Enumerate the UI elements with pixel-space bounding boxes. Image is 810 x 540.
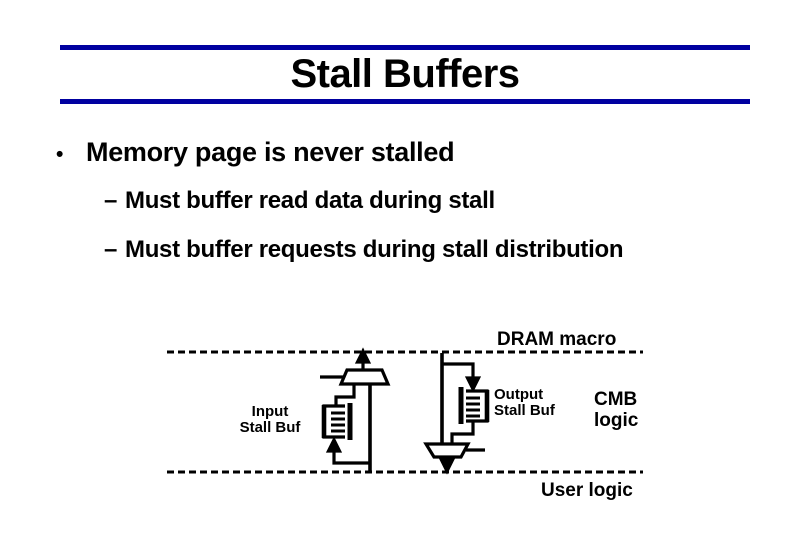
stall-buffer-circuit-diagram <box>167 347 643 475</box>
sub-bullet-text: Must buffer requests during stall distri… <box>125 236 624 263</box>
sub-bullet-read-data: – Must buffer read data during stall <box>104 187 495 215</box>
branch-to-output-buffer-line <box>442 362 475 379</box>
slide-title: Stall Buffers <box>290 52 520 96</box>
output-mux-icon <box>423 442 471 459</box>
input-fifo-buffer-icon <box>321 403 353 440</box>
up-arrow-icon <box>354 347 372 364</box>
dash-icon: – <box>104 187 118 214</box>
bullet-memory-page: • Memory page is never stalled <box>56 137 455 168</box>
bullet-dot-icon: • <box>56 143 64 166</box>
dram-macro-label: DRAM macro <box>497 329 617 350</box>
input-stall-buf-label: Input Stall Buf <box>231 404 309 436</box>
title-rule-top <box>60 45 750 50</box>
cmb-logic-label-line1: CMB <box>594 389 638 410</box>
output-stall-buf-label-line1: Output <box>494 386 544 403</box>
sub-bullet-text: Must buffer read data during stall <box>125 187 495 214</box>
down-arrow-icon <box>464 376 482 393</box>
output-stall-buf-label: Output Stall Buf <box>494 387 555 419</box>
title-rule-bottom <box>60 99 750 104</box>
output-stall-buf-label-line2: Stall Buf <box>494 402 555 419</box>
sub-bullet-requests: – Must buffer requests during stall dist… <box>104 236 624 264</box>
bullet-text: Memory page is never stalled <box>86 137 455 167</box>
user-logic-label: User logic <box>541 480 633 501</box>
output-buffer-to-mux-line <box>450 421 475 444</box>
output-fifo-buffer-icon <box>458 387 490 424</box>
branch-to-input-buffer-line <box>332 450 370 465</box>
output-path <box>423 353 485 475</box>
input-stall-buf-label-line2: Stall Buf <box>239 419 301 436</box>
cmb-logic-label-line2: logic <box>594 410 639 431</box>
input-path <box>320 347 391 471</box>
input-mux-icon <box>338 368 391 386</box>
cmb-logic-label: CMB logic <box>594 389 638 431</box>
dash-icon: – <box>104 236 118 263</box>
up-arrow-icon <box>325 436 343 453</box>
input-stall-buf-label-line1: Input <box>251 403 289 420</box>
input-buffer-to-mux-line <box>334 384 356 406</box>
down-arrow-icon <box>438 458 456 475</box>
